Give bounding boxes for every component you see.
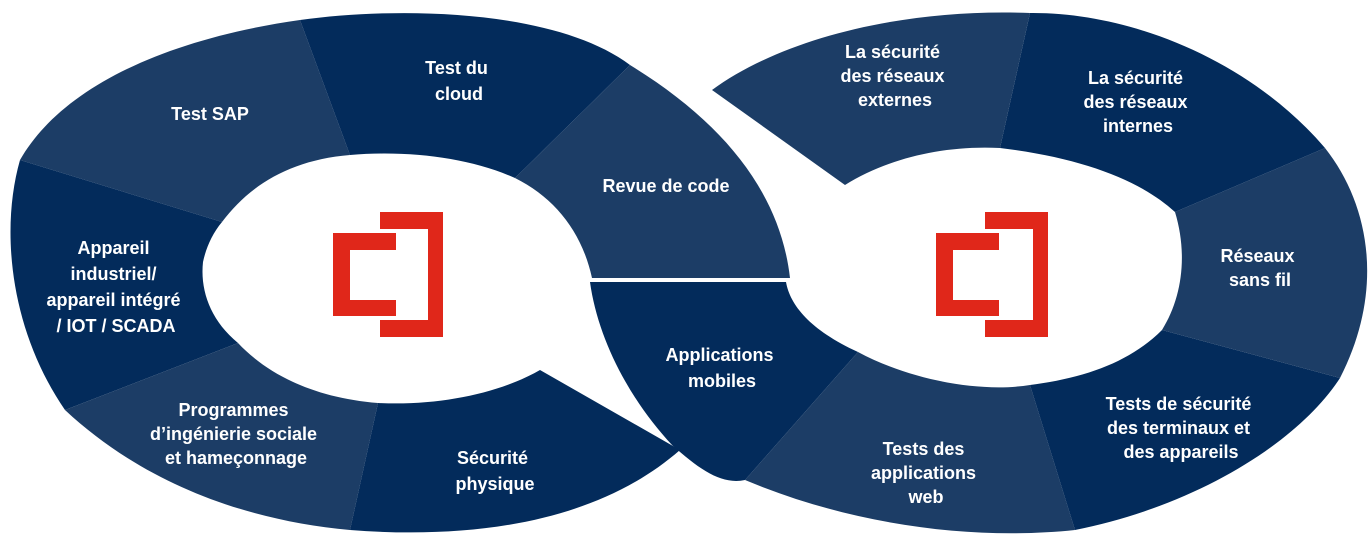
segment-securite-physique[interactable] xyxy=(350,370,680,533)
label-securite-reseaux-externes: La sécurité des réseaux externes xyxy=(840,42,949,110)
segment-test-du-cloud[interactable] xyxy=(300,13,630,178)
label-test-du-cloud: Test du cloud xyxy=(425,58,493,104)
label-reseaux-sans-fil: Réseaux sans fil xyxy=(1220,246,1299,290)
label-tests-applications-web: Tests des applications web xyxy=(871,439,981,507)
label-applications-mobiles: Applications mobiles xyxy=(665,345,778,391)
brand-logo-icon xyxy=(333,212,443,337)
brand-logo-icon xyxy=(936,212,1048,337)
label-programmes-ingenierie-sociale: Programmes d’ingénierie sociale et hameç… xyxy=(150,400,322,468)
label-tests-securite-terminaux: Tests de sécurité des terminaux et des a… xyxy=(1106,394,1257,462)
segment-revue-de-code[interactable] xyxy=(515,65,790,278)
segment-labels: Test SAP Test du cloud Revue de code App… xyxy=(46,42,1299,507)
segment-securite-reseaux-internes[interactable] xyxy=(1000,12,1325,212)
segment-tests-securite-terminaux[interactable] xyxy=(1030,330,1340,530)
segment-applications-mobiles[interactable] xyxy=(590,282,858,481)
label-appareil-industriel: Appareil industriel/ appareil intégré / … xyxy=(46,238,185,336)
label-securite-reseaux-internes: La sécurité des réseaux internes xyxy=(1083,68,1192,136)
label-test-sap: Test SAP xyxy=(171,104,249,124)
segment-programmes-ingenierie-sociale[interactable] xyxy=(65,343,378,530)
segment-test-sap[interactable] xyxy=(20,20,350,222)
segment-reseaux-sans-fil[interactable] xyxy=(1162,148,1368,378)
segment-appareil-industriel[interactable] xyxy=(10,160,238,410)
label-securite-physique: Sécurité physique xyxy=(455,448,534,494)
left-loop xyxy=(10,13,790,533)
segment-tests-applications-web[interactable] xyxy=(745,352,1075,534)
segment-securite-reseaux-externes[interactable] xyxy=(712,12,1030,185)
right-loop xyxy=(590,12,1368,534)
label-revue-de-code: Revue de code xyxy=(602,176,729,196)
